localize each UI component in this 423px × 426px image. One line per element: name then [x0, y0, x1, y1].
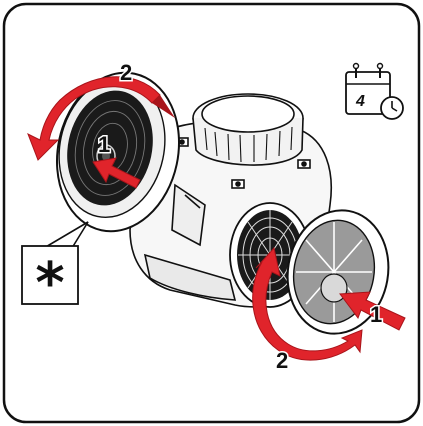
step-label-left-rotate: 2 [120, 60, 132, 85]
step-label-left-press: 1 [98, 132, 110, 157]
calendar-day: 4 [355, 93, 365, 110]
step-label-right-rotate: 2 [276, 348, 288, 373]
asterisk-icon: * [35, 251, 64, 316]
step-label-right-press: 1 [370, 302, 382, 327]
